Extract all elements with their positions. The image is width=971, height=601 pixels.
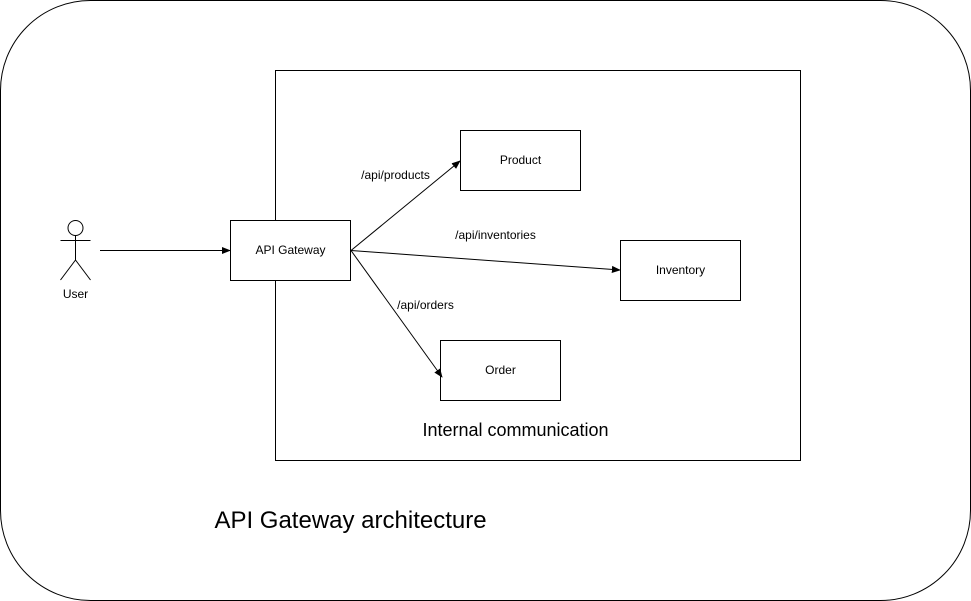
inventory-service-label: Inventory	[656, 263, 705, 277]
gateway-to-order-arrow	[350, 250, 443, 378]
order-service-node[interactable]: Order	[440, 340, 561, 401]
product-service-label: Product	[500, 153, 542, 167]
user-head-icon	[67, 220, 84, 236]
diagram-title: API Gateway architecture	[214, 507, 486, 534]
gateway-to-product-arrow	[350, 160, 461, 251]
api-gateway-label: API Gateway	[255, 243, 325, 257]
user-actor[interactable]: User	[60, 220, 91, 302]
inventory-service-node[interactable]: Inventory	[620, 240, 741, 301]
api-gateway-node[interactable]: API Gateway	[230, 220, 351, 281]
product-service-node[interactable]: Product	[460, 130, 581, 191]
container-caption: Internal communication	[422, 420, 608, 440]
route-orders-label: /api/orders	[397, 298, 454, 312]
route-inventories-label: /api/inventories	[455, 228, 536, 242]
gateway-to-inventory-arrow	[350, 250, 621, 274]
user-label: User	[63, 287, 88, 301]
route-products-label: /api/products	[361, 168, 430, 182]
order-service-label: Order	[485, 363, 516, 377]
